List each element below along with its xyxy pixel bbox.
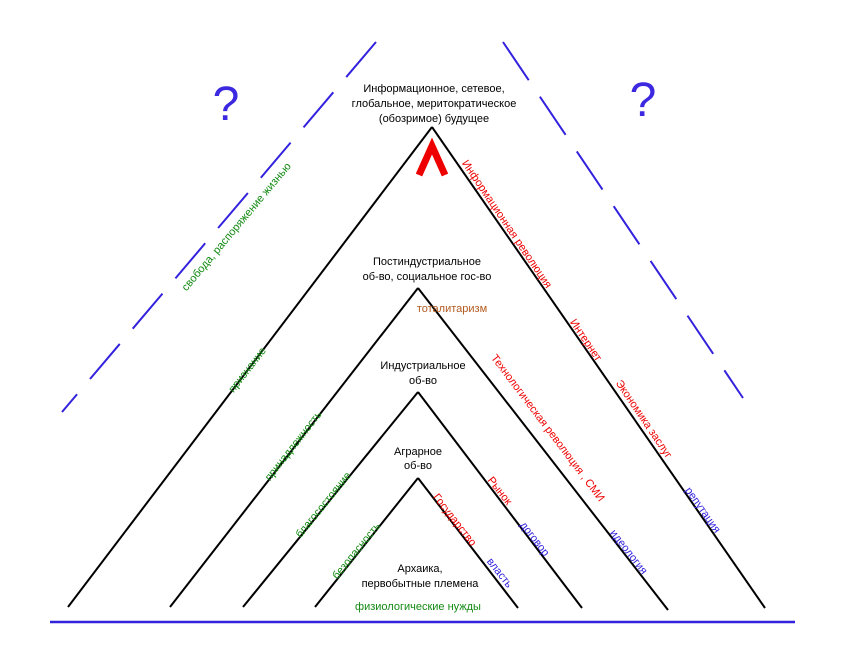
level-industrial: Индустриальное об-во bbox=[380, 360, 465, 387]
label-ideology: идеология bbox=[607, 527, 649, 576]
label-internet: Интернет bbox=[567, 317, 604, 364]
level-information-line2: глобальное, меритократическое bbox=[352, 98, 517, 110]
level-archaic-line2: первобытные племена bbox=[362, 578, 480, 590]
label-reputation: репутация bbox=[682, 485, 722, 535]
label-recognition: признание bbox=[226, 345, 269, 395]
level-postindustrial-line1: Постиндустриальное bbox=[373, 256, 481, 268]
triangle-agrarian-right bbox=[417, 391, 583, 609]
level-agrarian: Аграрное об-во bbox=[394, 446, 442, 472]
level-information-line1: Информационное, сетевое, bbox=[363, 83, 504, 95]
triangle-industrial-right bbox=[417, 287, 669, 611]
label-totalitarianism: тоталитаризм bbox=[417, 303, 487, 315]
label-wellbeing: благосостояние bbox=[294, 470, 354, 540]
label-contract: договор bbox=[517, 520, 551, 559]
triangle-archaic-left bbox=[314, 477, 419, 608]
label-freedom: свобода, распоряжение жизнью bbox=[180, 161, 294, 294]
label-physiological-needs: физиологические нужды bbox=[355, 601, 481, 613]
level-information: Информационное, сетевое, глобальное, мер… bbox=[352, 83, 517, 125]
label-state: Государство bbox=[430, 492, 478, 549]
question-mark-right: ? bbox=[630, 74, 657, 127]
triangle-agrarian-left bbox=[242, 391, 419, 608]
label-merit-economy: Экономика заслуг bbox=[613, 378, 674, 461]
label-market: Рынок bbox=[485, 475, 514, 508]
triangle-industrial-left bbox=[169, 287, 419, 608]
dashed-line-left bbox=[61, 41, 377, 413]
label-belonging: принадлежность bbox=[263, 409, 325, 484]
level-postindustrial: Постиндустриальное об-во, социальное гос… bbox=[363, 256, 492, 283]
dashed-line-right bbox=[502, 41, 744, 399]
level-archaic: Архаика, первобытные племена bbox=[362, 563, 480, 590]
level-industrial-line1: Индустриальное bbox=[380, 360, 465, 372]
level-information-line3: (обозримое) будущее bbox=[379, 113, 489, 125]
triangle-archaic-right bbox=[417, 477, 519, 609]
level-agrarian-line1: Аграрное bbox=[394, 446, 442, 458]
level-agrarian-line2: об-во bbox=[404, 460, 432, 472]
question-mark-left: ? bbox=[213, 78, 240, 131]
level-postindustrial-line2: об-во, социальное гос-во bbox=[363, 271, 492, 283]
triangle-outer-left bbox=[67, 126, 433, 608]
level-industrial-line2: об-во bbox=[409, 375, 437, 387]
level-archaic-line1: Архаика, bbox=[397, 563, 442, 575]
label-tech-revolution: Технологическая революция , СМИ bbox=[488, 352, 606, 504]
label-safety: безопасность bbox=[330, 520, 383, 581]
triangle-outer-right bbox=[431, 126, 766, 609]
red-caret-icon bbox=[415, 137, 449, 177]
